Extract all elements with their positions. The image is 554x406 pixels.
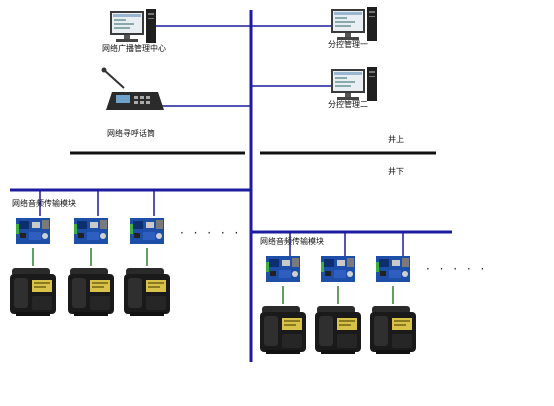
center-label: 网络广播管理中心 (102, 44, 166, 53)
above-ground-label: 井上 (388, 135, 404, 144)
branch-lines (39, 25, 404, 256)
audio-module-board-icon (266, 256, 300, 282)
device-links (32, 248, 394, 304)
module-label-left: 网络音频传输模块 (12, 199, 76, 208)
mining-speaker-icon (10, 268, 56, 316)
desktop-computer-icon (331, 7, 377, 41)
desktop-computer-icon (331, 67, 377, 101)
ellipsis-right: · · · · · (426, 262, 488, 276)
sub1-label: 分控管理一 (328, 40, 368, 49)
paging-microphone-icon (101, 67, 164, 110)
sub2-label: 分控管理二 (328, 100, 368, 109)
ellipsis-left: · · · · · (180, 226, 242, 240)
mining-speaker-icon (370, 306, 416, 354)
mining-speaker-icon (68, 268, 114, 316)
audio-module-board-icon (74, 218, 108, 244)
network-bus-lines (10, 10, 452, 362)
audio-module-board-icon (130, 218, 164, 244)
audio-module-board-icon (16, 218, 50, 244)
mining-speaker-icon (260, 306, 306, 354)
audio-module-board-icon (321, 256, 355, 282)
audio-module-board-icon (376, 256, 410, 282)
mining-speaker-icon (124, 268, 170, 316)
desktop-computer-icon (110, 9, 156, 43)
paging-mic-label: 网络寻呼话筒 (107, 129, 155, 138)
mining-speaker-icon (315, 306, 361, 354)
module-label-right: 网络音频传输模块 (260, 237, 324, 246)
below-ground-label: 井下 (388, 167, 404, 176)
